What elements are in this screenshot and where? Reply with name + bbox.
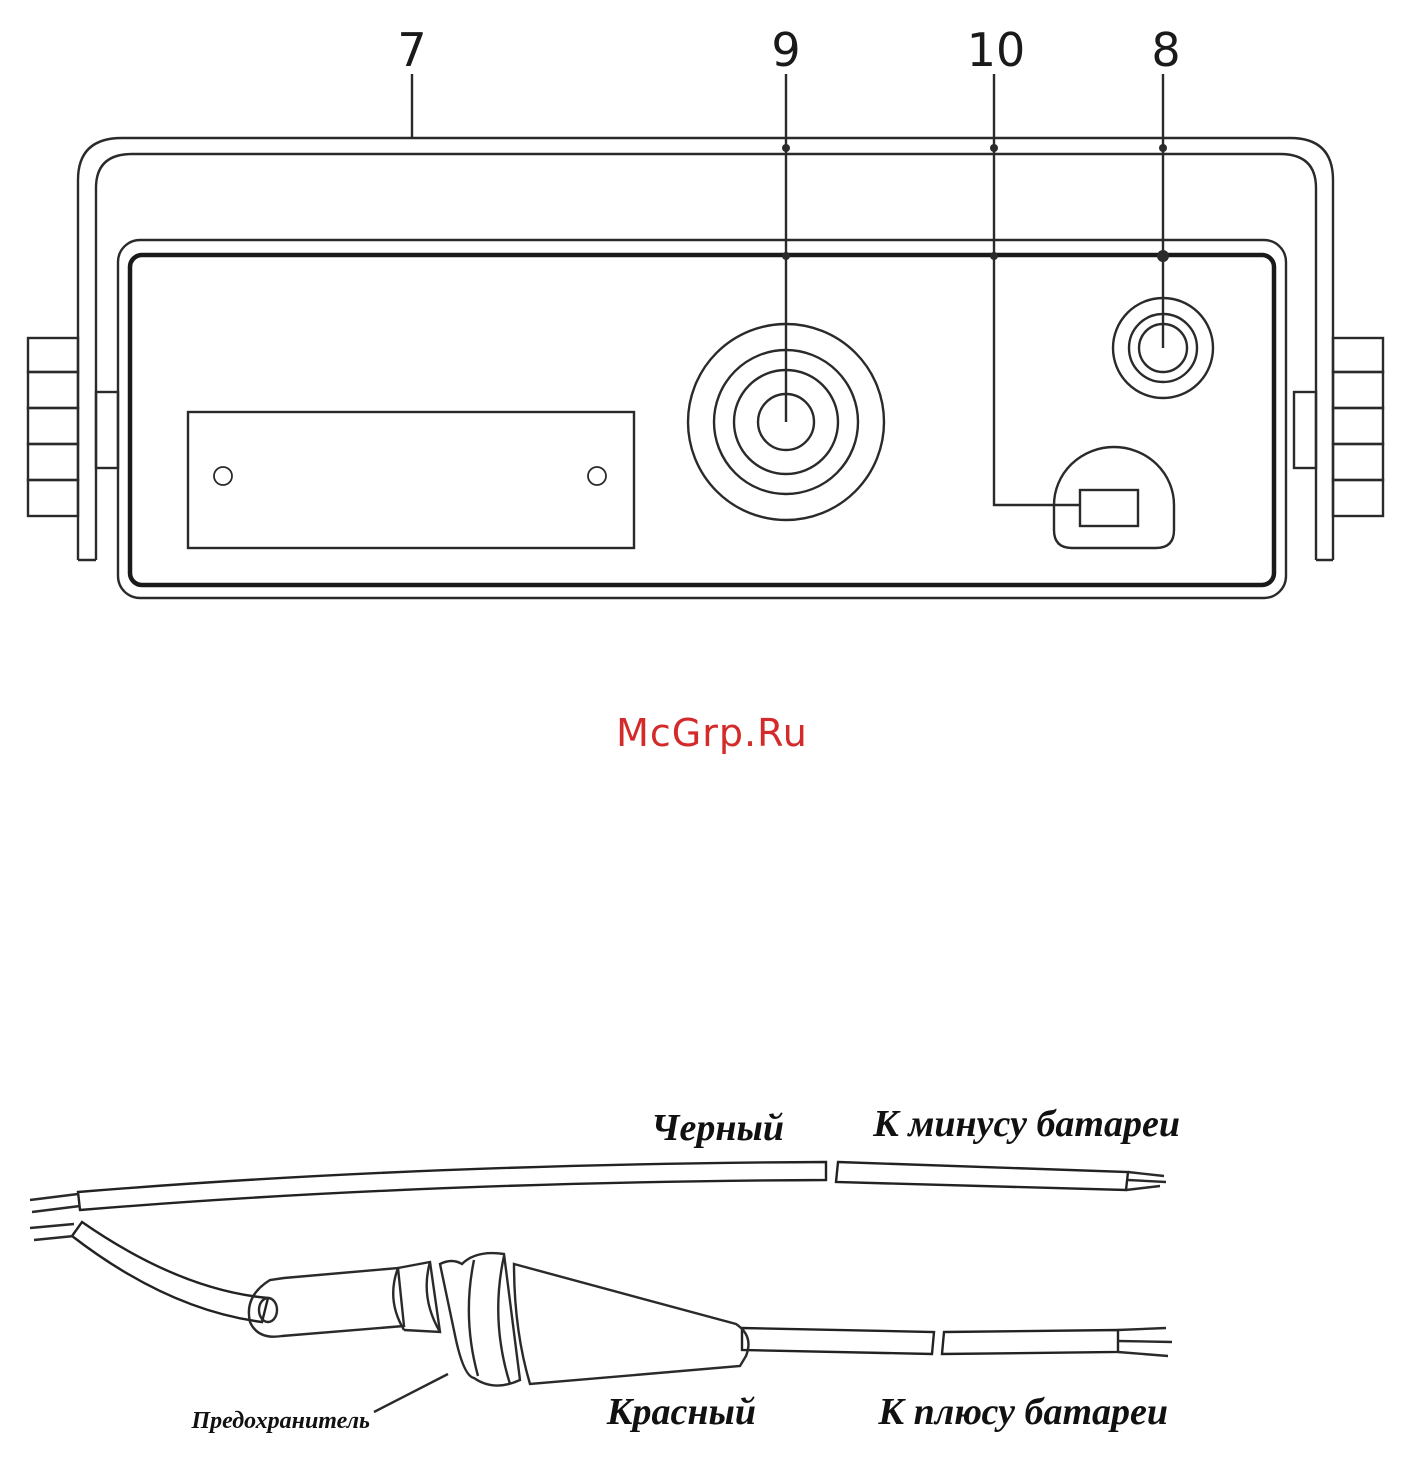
mounting-bracket-inner [96,154,1316,560]
inline-fuse-holder [249,1253,749,1385]
callout-8: 8 [1151,23,1180,77]
left-mounting-knob [28,338,118,516]
black-wire [30,1162,1166,1212]
watermark-text: McGrp.Ru [616,711,808,755]
mounting-bracket-outer [78,138,1333,560]
fuse-holder [1054,447,1174,548]
label-to-minus: К минусу батареи [872,1103,1180,1145]
fuse-pointer-line [374,1374,448,1412]
device-rear-panel: 7 9 10 8 [28,23,1383,598]
housing-inner [130,255,1274,585]
label-plate [188,412,634,548]
callout-7: 7 [397,23,426,77]
label-black: Черный [651,1107,784,1149]
callout-10: 10 [967,23,1026,77]
label-to-plus: К плюсу батареи [877,1391,1168,1433]
housing-outer [118,240,1286,598]
label-red: Красный [606,1391,756,1433]
power-cable: Черный К минусу батареи Красный К плюсу … [30,1103,1180,1434]
red-wire [30,1222,1172,1356]
callout-9: 9 [771,23,800,77]
label-fuse: Предохранитель [190,1408,370,1434]
right-mounting-knob [1294,338,1383,516]
